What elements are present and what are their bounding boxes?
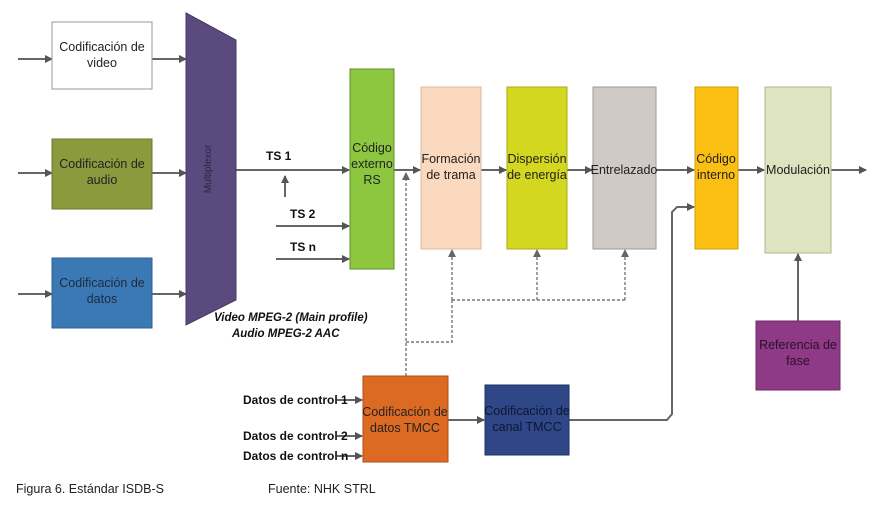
label-ctrl1: Datos de control 1	[243, 393, 348, 407]
label-ts2: TS 2	[290, 207, 316, 221]
label-ctrl2: Datos de control 2	[243, 429, 348, 443]
label-tsn: TS n	[290, 240, 316, 254]
block-video-rect	[51, 21, 153, 90]
block-tmcc-canal-rect	[484, 384, 570, 456]
block-modulacion: Modulación	[764, 86, 832, 254]
arrow-tmcc-canal-interno	[569, 203, 695, 421]
block-modulacion-rect	[764, 86, 832, 254]
source-caption: Fuente: NHK STRL	[268, 482, 376, 496]
block-rs-rect	[349, 68, 395, 270]
block-tmcc-datos-rect	[362, 375, 449, 463]
solid-connectors	[18, 55, 867, 460]
label-mpeg-video: Video MPEG-2 (Main profile)	[214, 312, 368, 324]
block-trama-rect	[420, 86, 482, 250]
block-multiplexor-label: Multiplexor	[203, 144, 214, 193]
block-entrelazado-label: Entrelazado	[591, 163, 658, 177]
block-audio-rect	[51, 138, 153, 210]
block-modulacion-label: Modulación	[766, 163, 830, 177]
figure-caption: Figura 6. Estándar ISDB-S	[16, 482, 164, 496]
label-mpeg-audio: Audio MPEG-2 AAC	[231, 328, 340, 340]
block-energia-rect	[506, 86, 568, 250]
block-fase-rect	[755, 320, 841, 391]
block-multiplexor-shape	[185, 12, 237, 326]
block-entrelazado-rect	[592, 86, 657, 250]
block-multiplexor: Multiplexor	[185, 12, 237, 326]
label-ctrln: Datos de control n	[243, 449, 348, 463]
block-entrelazado: Entrelazado	[591, 86, 658, 250]
dashed-branch	[406, 300, 453, 343]
block-datos-rect	[51, 257, 153, 329]
label-ts1: TS 1	[266, 149, 292, 163]
block-interno-rect	[694, 86, 739, 250]
dashed-connectors	[402, 172, 629, 376]
